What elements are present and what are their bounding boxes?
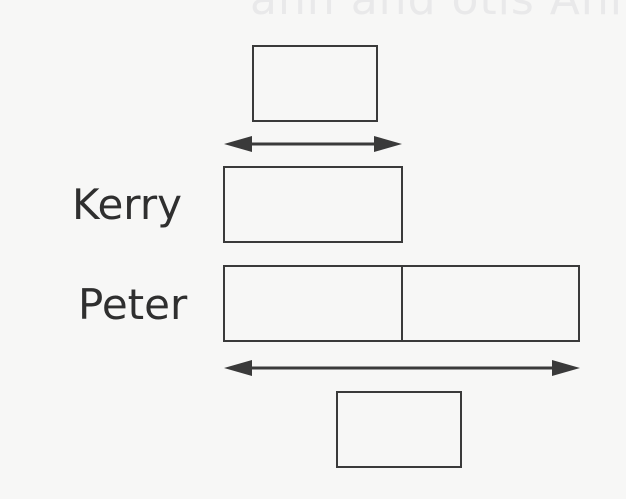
top-double-arrow: [224, 136, 402, 152]
peter-bar-part-2: [401, 265, 580, 342]
top-answer-box[interactable]: [252, 45, 378, 122]
kerry-label: Kerry: [72, 180, 182, 229]
kerry-bar: [223, 166, 403, 243]
bottom-answer-box[interactable]: [336, 391, 462, 468]
faded-background-text: ann and otis Ahi: [250, 0, 623, 25]
peter-bar-part-1: [223, 265, 403, 342]
peter-label: Peter: [78, 280, 188, 329]
bottom-double-arrow: [224, 360, 580, 376]
